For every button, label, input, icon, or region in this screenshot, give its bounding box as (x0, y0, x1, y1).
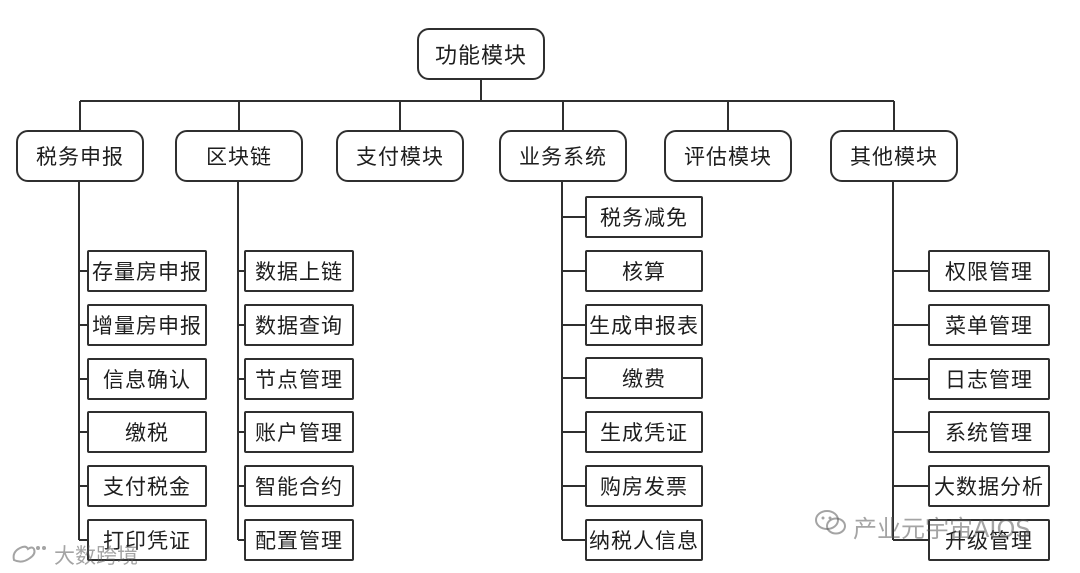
child-node: 核算 (585, 250, 703, 292)
module-node: 支付模块 (336, 130, 464, 182)
module-node: 评估模块 (664, 130, 792, 182)
child-node: 购房发票 (585, 465, 703, 507)
module-node: 区块链 (175, 130, 303, 182)
watermark-right-text: 产业元宇宙AIOS (853, 515, 1031, 543)
weibo-watermark-icon (10, 540, 50, 566)
child-node: 升级管理 (928, 519, 1050, 561)
module-node: 税务申报 (16, 130, 144, 182)
child-node: 数据上链 (244, 250, 354, 292)
child-node: 打印凭证 (87, 519, 207, 561)
child-node: 缴费 (585, 357, 703, 399)
child-node: 日志管理 (928, 358, 1050, 400)
child-node: 纳税人信息 (585, 519, 703, 561)
wechat-watermark-icon (815, 509, 847, 537)
root-node: 功能模块 (417, 28, 545, 80)
module-node: 其他模块 (830, 130, 958, 182)
child-node: 税务减免 (585, 196, 703, 238)
child-node: 大数据分析 (928, 465, 1050, 507)
child-node: 信息确认 (87, 358, 207, 400)
child-node: 菜单管理 (928, 304, 1050, 346)
child-node: 系统管理 (928, 411, 1050, 453)
child-node: 节点管理 (244, 358, 354, 400)
child-node: 存量房申报 (87, 250, 207, 292)
child-node: 支付税金 (87, 465, 207, 507)
child-node: 生成凭证 (585, 411, 703, 453)
child-node: 配置管理 (244, 519, 354, 561)
watermark-left-text: 大数跨境 (54, 544, 138, 568)
child-node: 账户管理 (244, 411, 354, 453)
module-node: 业务系统 (499, 130, 627, 182)
child-node: 数据查询 (244, 304, 354, 346)
child-node: 智能合约 (244, 465, 354, 507)
child-node: 缴税 (87, 411, 207, 453)
child-node: 增量房申报 (87, 304, 207, 346)
child-node: 权限管理 (928, 250, 1050, 292)
child-node: 生成申报表 (585, 304, 703, 346)
